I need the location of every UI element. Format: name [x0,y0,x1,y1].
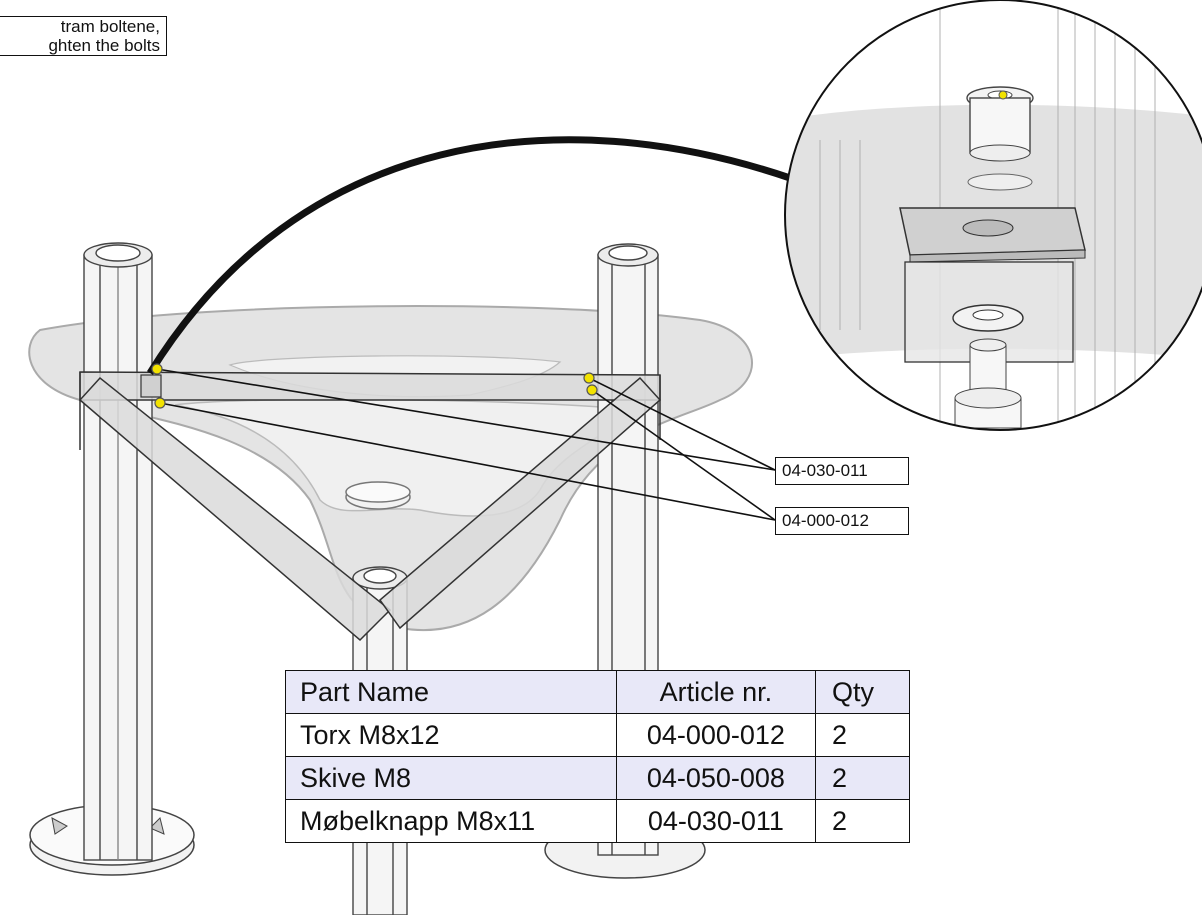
bracket-left [140,374,162,398]
table-header-row: Part Name Article nr. Qty [285,670,910,714]
part-name-cell: Møbelknapp M8x11 [285,799,617,843]
table-row: Møbelknapp M8x11 04-030-011 2 [285,799,910,843]
callout-label-nut: 04-030-011 [775,457,909,485]
part-name-cell: Skive M8 [285,756,617,800]
bolt-markers [151,363,598,409]
article-nr-cell: 04-030-011 [615,799,817,843]
article-nr-cell: 04-050-008 [615,756,817,800]
instruction-note-line1: tram boltene, [60,17,160,36]
table-row: Skive M8 04-050-008 2 [285,756,910,800]
part-name-cell: Torx M8x12 [285,713,617,757]
header-article-nr: Article nr. [615,670,817,714]
header-qty: Qty [815,670,910,714]
instruction-note-line2: ghten the bolts [48,36,160,55]
qty-cell: 2 [815,756,910,800]
parts-table: Part Name Article nr. Qty Torx M8x12 04-… [285,670,910,843]
callout-label-bolt: 04-000-012 [775,507,909,535]
zoom-arrow [147,136,792,375]
article-nr-cell: 04-000-012 [615,713,817,757]
instruction-note: tram boltene, ghten the bolts [0,16,167,56]
table-row: Torx M8x12 04-000-012 2 [285,713,910,757]
qty-cell: 2 [815,713,910,757]
header-part-name: Part Name [285,670,617,714]
leg-left [83,242,153,861]
zoom-detail [785,0,1202,430]
qty-cell: 2 [815,799,910,843]
